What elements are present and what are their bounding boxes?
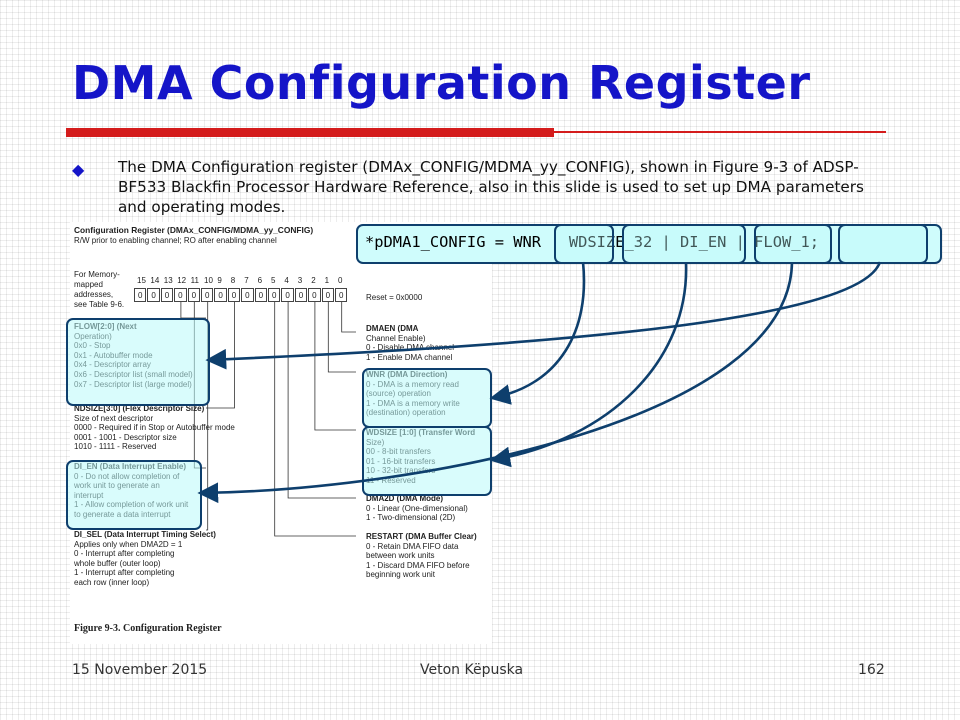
- wnr-highlight-box: [362, 368, 492, 428]
- bit-cell: 0: [147, 288, 160, 302]
- field-line: 1 - Enable DMA channel: [366, 352, 453, 362]
- field-line: 0001 - 1001 - Descriptor size: [74, 432, 177, 442]
- field-line: Channel Enable): [366, 333, 426, 343]
- bit-cell: 0: [187, 288, 200, 302]
- leader-line: [341, 302, 356, 333]
- bit-cell: 0: [321, 288, 334, 302]
- bullet-text: The DMA Configuration register (DMAx_CON…: [118, 158, 864, 216]
- slide-title: DMA Configuration Register: [72, 56, 811, 110]
- bit-cell: 0: [201, 288, 214, 302]
- leader-line: [314, 302, 356, 431]
- field-line: Applies only when DMA2D = 1: [74, 539, 183, 549]
- field-line: NDSIZE[3:0] (Flex Descriptor Size): [74, 404, 205, 413]
- field-line: RESTART (DMA Buffer Clear): [366, 532, 477, 541]
- diamond-bullet-icon: ◆: [72, 160, 85, 179]
- di-en-highlight-box: [66, 460, 202, 530]
- field-line: DMAEN (DMA: [366, 324, 419, 333]
- bit-number: 10: [204, 276, 213, 285]
- footer-author: Veton Këpuska: [420, 662, 524, 678]
- field-line: 1010 - 1111 - Reserved: [74, 442, 157, 452]
- field-line: 0 - Linear (One-dimensional): [366, 503, 468, 513]
- field-line: DMA2D (DMA Mode): [366, 494, 444, 503]
- bit-number: 13: [163, 276, 173, 285]
- title-underline-rule: [554, 131, 886, 133]
- bit-number: 12: [177, 276, 187, 285]
- token-flow-1-box: [838, 224, 928, 264]
- bit-number: 15: [137, 276, 146, 285]
- leader-line: [206, 302, 235, 409]
- bit-cell: 0: [160, 288, 174, 302]
- bit-cell: 0: [268, 288, 281, 302]
- bit-leader-lines: [180, 302, 356, 537]
- bit-number: 8: [230, 276, 236, 285]
- leader-line: [274, 302, 356, 537]
- memory-note-line: For Memory-: [74, 270, 120, 279]
- bit-cell: 0: [281, 288, 294, 302]
- figure-heading: Configuration Register (DMAx_CONFIG/MDMA…: [74, 225, 314, 235]
- bit-number: 5: [271, 276, 276, 285]
- bit-cell: 0: [294, 288, 308, 302]
- field-line: whole buffer (outer loop): [74, 558, 161, 568]
- memory-note-line: see Table 9-6.: [74, 300, 125, 309]
- bit-number: 14: [150, 276, 160, 285]
- field-line: 0 - Retain DMA FIFO data: [366, 541, 459, 551]
- arrow-flow: [205, 261, 882, 370]
- bit-number: 3: [297, 276, 303, 285]
- field-line: 1 - Interrupt after completing: [74, 568, 175, 578]
- bit-cell: 0: [214, 288, 227, 302]
- bit-number: 7: [244, 276, 249, 285]
- bit-cell: 0: [254, 288, 267, 302]
- wdsize-highlight-box: [362, 426, 492, 496]
- bit-number: 9: [217, 276, 222, 285]
- field-line: 1 - Discard DMA FIFO before: [366, 560, 470, 570]
- bit-cell: 0: [134, 288, 147, 302]
- field-line: beginning work unit: [366, 570, 435, 580]
- arrow-di-en: [197, 261, 794, 504]
- bit-number: 6: [257, 276, 263, 285]
- bit-number: 4: [284, 276, 289, 285]
- flow-highlight-box: [66, 318, 210, 406]
- title-underline-bar: [66, 128, 554, 137]
- bit-number: 11: [190, 276, 199, 285]
- field-line: Size of next descriptor: [74, 413, 154, 423]
- bit-cell: 0: [174, 288, 187, 302]
- field-line: between work units: [366, 551, 435, 561]
- bit-cell: 0: [241, 288, 254, 302]
- reset-value: Reset = 0x0000: [366, 293, 423, 302]
- arrow-wdsize: [489, 261, 688, 468]
- figure-caption: Figure 9-3. Configuration Register: [74, 623, 222, 634]
- figure-subheading: R/W prior to enabling channel; RO after …: [74, 236, 277, 245]
- field-line: each row (inner loop): [74, 578, 150, 587]
- footer-page-number: 162: [858, 662, 885, 678]
- field-line: 0 - Disable DMA channel: [366, 343, 455, 353]
- bit-cell: 0: [227, 288, 241, 302]
- bit-cell: 0: [335, 288, 348, 302]
- field-line: 1 - Two-dimensional (2D): [366, 513, 456, 523]
- field-line: 0 - Interrupt after completing: [74, 549, 175, 559]
- memory-note-line: addresses,: [74, 290, 114, 299]
- field-line: DI_SEL (Data Interrupt Timing Select): [74, 530, 216, 539]
- field-line: 0000 - Required if in Stop or Autobuffer…: [74, 423, 235, 433]
- bit-number: 2: [311, 276, 316, 285]
- bit-number: 1: [324, 276, 330, 285]
- arrow-wnr: [489, 261, 586, 405]
- memory-note-line: mapped: [74, 280, 103, 289]
- bit-cell: 0: [308, 288, 321, 302]
- token-wdsize-32-box: [622, 224, 746, 264]
- bit-number: 0: [338, 276, 343, 285]
- token-di-en-box: [754, 224, 832, 264]
- footer-date: 15 November 2015: [72, 662, 208, 678]
- leader-line: [287, 302, 356, 499]
- token-wnr-box: [554, 224, 614, 264]
- leader-line: [327, 302, 356, 373]
